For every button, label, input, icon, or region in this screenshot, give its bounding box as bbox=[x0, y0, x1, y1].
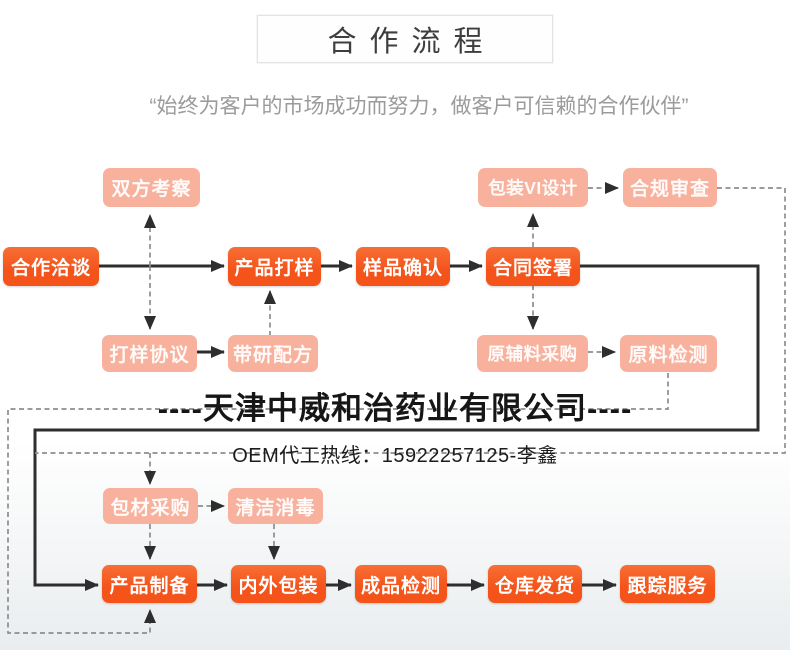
flow-node-cleaning: 清洁消毒 bbox=[228, 488, 323, 524]
page-title-text: 合作流程 bbox=[327, 26, 496, 58]
flow-node-negotiation: 合作洽谈 bbox=[3, 247, 99, 286]
flow-node-compliance: 合规审查 bbox=[623, 168, 717, 207]
flow-node-raw-test: 原料检测 bbox=[620, 335, 717, 372]
flow-node-sample-confirm: 样品确认 bbox=[356, 247, 450, 286]
flow-node-inspect: 双方考察 bbox=[103, 168, 200, 207]
flow-node-sample-agreement: 打样协议 bbox=[102, 335, 197, 372]
flow-node-final-test: 成品检测 bbox=[355, 565, 447, 603]
flow-node-contract: 合同签署 bbox=[486, 247, 580, 286]
flow-node-packing: 内外包装 bbox=[231, 565, 326, 603]
flow-node-production: 产品制备 bbox=[102, 565, 197, 603]
flow-node-formula: 带研配方 bbox=[228, 335, 318, 372]
flow-node-sampling: 产品打样 bbox=[228, 247, 321, 286]
watermark-company: ----天津中威和治药业有限公司---- bbox=[157, 391, 633, 426]
flow-node-packaging-vi: 包装VI设计 bbox=[478, 168, 588, 207]
page-subtitle: “始终为客户的市场成功而努力，做客户可信赖的合作伙伴” bbox=[149, 95, 689, 118]
flow-node-raw-purchase: 原辅料采购 bbox=[477, 335, 588, 372]
flow-node-tracking: 跟踪服务 bbox=[620, 565, 715, 603]
page-title: 合作流程 bbox=[257, 15, 553, 63]
flow-node-pack-purchase: 包材采购 bbox=[103, 488, 198, 524]
watermark-hotline: OEM代工热线：15922257125-李鑫 bbox=[232, 445, 558, 467]
flow-node-shipping: 仓库发货 bbox=[488, 565, 582, 603]
